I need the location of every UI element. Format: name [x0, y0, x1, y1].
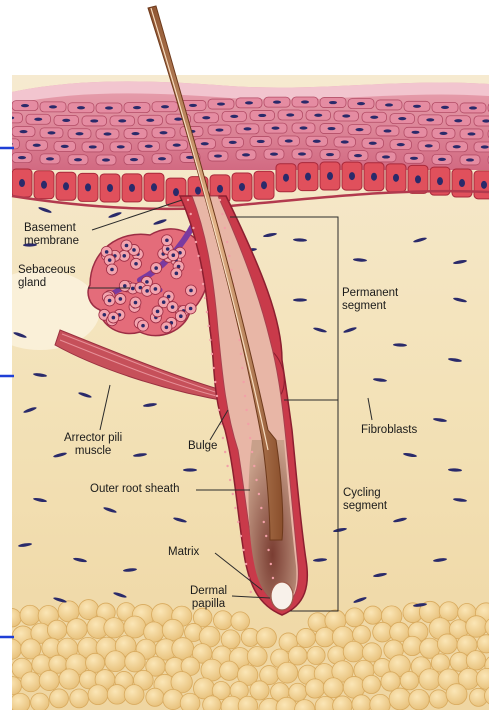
label-permanent-segment: Permanent segment: [342, 287, 398, 313]
label-sebaceous-gland: Sebaceous gland: [18, 264, 76, 290]
label-matrix: Matrix: [168, 546, 199, 559]
fat-layer: [1, 600, 489, 710]
label-cycling-segment: Cycling segment: [343, 487, 387, 513]
dermal-papilla: [271, 582, 293, 610]
frame-marks: [0, 148, 14, 637]
label-dermal-papilla: Dermal papilla: [190, 585, 227, 611]
label-fibroblasts: Fibroblasts: [361, 424, 417, 437]
label-bulge: Bulge: [188, 440, 217, 453]
label-outer-root-sheath: Outer root sheath: [90, 483, 180, 496]
epidermis-layer: [0, 81, 489, 206]
label-arrector-pili-muscle: Arrector pili muscle: [64, 432, 122, 458]
label-basement-membrane: Basement membrane: [24, 222, 79, 248]
